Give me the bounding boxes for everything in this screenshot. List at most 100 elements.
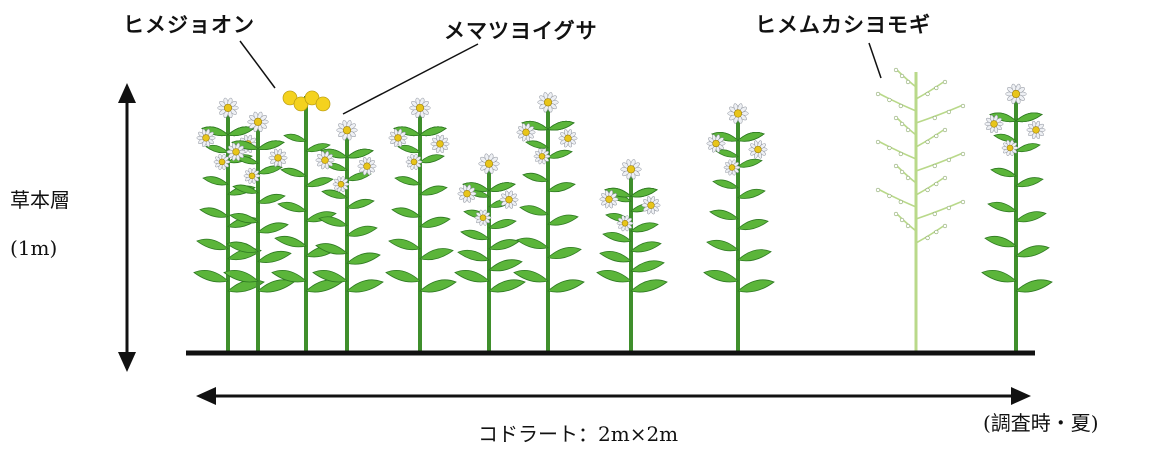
branch — [915, 80, 946, 100]
flower-head — [388, 128, 408, 147]
floret — [899, 121, 905, 127]
flower-head — [247, 111, 269, 132]
leaf — [271, 270, 307, 283]
flower-head — [499, 190, 519, 209]
flower-head — [405, 153, 423, 170]
floret — [932, 115, 937, 121]
floret — [887, 193, 892, 199]
branch — [895, 212, 917, 232]
branch — [895, 164, 917, 184]
leaf — [1015, 211, 1047, 223]
floret — [899, 217, 905, 223]
floret — [934, 229, 939, 235]
floret — [875, 187, 881, 193]
leaf — [257, 222, 289, 234]
leaf — [454, 270, 490, 283]
leaf — [488, 259, 523, 272]
flower-head — [217, 97, 239, 119]
label-quadrat-size: コドラート：2m×2m — [478, 422, 679, 446]
flower-head — [409, 97, 431, 119]
leader-line-species-3 — [868, 42, 882, 79]
flower-head — [268, 148, 288, 167]
plant-10 — [875, 67, 966, 351]
leaf — [274, 235, 307, 248]
flower-head — [723, 159, 741, 176]
leaf — [488, 239, 520, 251]
floret — [934, 133, 939, 139]
leaf — [547, 247, 582, 260]
floret — [905, 175, 911, 181]
leaf — [1015, 245, 1050, 258]
flower-head — [457, 184, 477, 203]
label-species-mematsuyoigusa: メマツヨイグサ — [444, 19, 598, 43]
branch — [915, 224, 946, 244]
flower-head — [599, 190, 619, 209]
leaf — [305, 177, 334, 188]
leaf — [596, 270, 632, 283]
leaf — [488, 219, 517, 230]
branch — [877, 140, 917, 160]
leaf — [737, 279, 775, 293]
leaf — [346, 252, 381, 265]
leaf — [990, 167, 1017, 178]
leaf — [315, 243, 348, 255]
leaf — [737, 219, 769, 231]
leaf — [706, 239, 739, 252]
leaf — [277, 201, 307, 213]
leaf — [547, 279, 585, 293]
leaf — [305, 143, 331, 153]
flower-head — [558, 129, 578, 148]
floret — [899, 169, 905, 175]
flower-head — [616, 215, 634, 232]
leaf — [419, 279, 457, 293]
leaf — [419, 185, 448, 196]
leader-line-species-1 — [239, 40, 276, 89]
flower-head — [1001, 140, 1019, 156]
leaf — [346, 198, 375, 209]
floret — [960, 151, 966, 157]
leaf — [737, 132, 765, 142]
leaf — [715, 149, 739, 158]
leaf — [346, 225, 378, 237]
leaf — [232, 184, 259, 194]
floret — [905, 223, 911, 229]
plant-5 — [385, 97, 457, 351]
width-arrow — [196, 387, 1031, 405]
leaf — [709, 209, 739, 221]
floret — [925, 139, 930, 145]
flower-head — [727, 103, 749, 124]
floret — [942, 79, 948, 85]
branch — [915, 128, 946, 148]
flower-head — [516, 123, 536, 142]
branch — [915, 104, 964, 124]
flower-head — [243, 167, 261, 184]
leaf — [305, 211, 337, 223]
leaf — [737, 188, 766, 199]
plant-9 — [703, 103, 775, 351]
leaf — [630, 222, 659, 233]
floret — [925, 187, 930, 193]
plant-8 — [596, 159, 668, 351]
leaf — [703, 270, 739, 283]
floret — [934, 181, 939, 187]
flower-head — [1026, 120, 1046, 139]
flower-head — [641, 196, 661, 215]
floret — [887, 145, 892, 151]
floret — [946, 109, 952, 115]
branch — [915, 200, 964, 220]
leaf — [599, 251, 632, 263]
leaf — [460, 229, 490, 241]
leaf — [488, 279, 526, 293]
label-layer-height: (1m) — [10, 236, 58, 260]
floret — [899, 73, 905, 79]
leaf — [630, 279, 668, 293]
leaf — [419, 126, 447, 137]
leaf — [312, 270, 348, 283]
leaf — [984, 235, 1017, 248]
leaf — [737, 158, 763, 168]
leader-line-species-2 — [342, 43, 479, 115]
plant-11 — [981, 83, 1053, 351]
plant-7 — [513, 92, 585, 351]
plant-3 — [271, 90, 343, 351]
